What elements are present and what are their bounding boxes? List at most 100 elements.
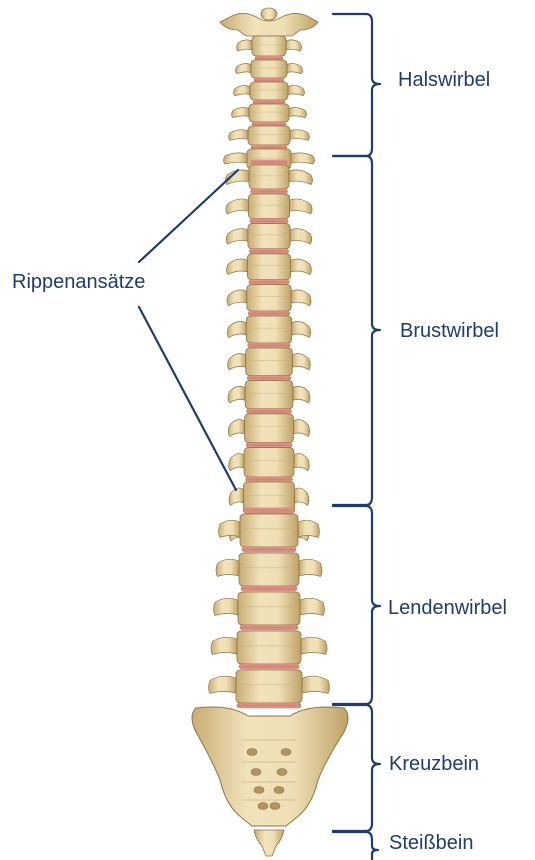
thoracic-vertebra-8-process-right <box>293 386 310 403</box>
thoracic-vertebra-8-process-left <box>228 386 245 403</box>
thoracic-vertebra-3-process-right <box>290 229 312 244</box>
thoracic-vertebra-9-body <box>245 414 294 443</box>
cervical-vertebra-7-process-right <box>291 153 315 164</box>
thoracic-vertebra-9-process-right <box>293 420 309 437</box>
cervical-vertebra-2-body <box>252 36 286 56</box>
cervical-vertebra-5-body <box>249 104 289 122</box>
lumbar-disc-4 <box>240 625 298 630</box>
label-steissbein: Steißbein <box>389 833 474 853</box>
sacrum <box>192 707 348 826</box>
label-halswirbel: Halswirbel <box>398 70 490 90</box>
cervical-vertebra-7-process-left <box>224 153 248 164</box>
sacral-foramen-5 <box>254 787 264 794</box>
thoracic-vertebra-2-process-right <box>290 199 313 214</box>
label-kreuzbein: Kreuzbein <box>389 754 479 774</box>
thoracic-disc-10 <box>246 443 292 448</box>
thoracic-vertebra-10-process-right <box>294 453 309 470</box>
thoracic-disc-7 <box>248 343 291 348</box>
cervical-vertebra-5-process-right <box>289 108 307 118</box>
thoracic-vertebra-5-process-right <box>291 290 311 306</box>
cervical-vertebra-3-process-left <box>236 64 252 74</box>
thoracic-vertebra-10-process-left <box>229 453 244 470</box>
bracket-steissbein <box>333 832 378 860</box>
rippenansaetze-pointers <box>139 170 238 490</box>
thoracic-disc-5 <box>249 280 289 285</box>
thoracic-vertebra-4-process-right <box>291 259 312 275</box>
lumbar-disc-2 <box>242 547 296 552</box>
lumbar-vertebra-1-process-right <box>298 520 320 537</box>
thoracic-vertebra-3-process-left <box>226 229 248 244</box>
thoracic-vertebra-5-body <box>247 285 291 311</box>
lumbar-vertebra-3-body <box>238 592 300 625</box>
cervical-vertebra-6-body <box>248 126 290 145</box>
spine-illustration <box>192 8 348 856</box>
label-rippenansaetze: Rippenansätze <box>12 272 145 292</box>
sacral-foramen-7 <box>258 803 268 810</box>
lumbar-vertebra-5-body <box>236 670 302 703</box>
thoracic-vertebra-1-body <box>249 165 289 189</box>
lumbar-vertebra-4-body <box>237 631 301 664</box>
label-brustwirbel: Brustwirbel <box>400 321 499 341</box>
sacral-foramen-3 <box>251 769 261 776</box>
cervical-vertebra-4-process-left <box>234 86 251 96</box>
sacral-foramen-2 <box>281 749 291 756</box>
lumbar-vertebra-5-process-left <box>209 676 237 693</box>
thoracic-disc-3 <box>250 219 288 224</box>
thoracic-vertebra-1-process-right <box>289 170 313 185</box>
cervical-vertebra-2-process-right <box>286 40 302 51</box>
lumbosacral-disc <box>237 703 301 708</box>
thoracic-disc-4 <box>249 249 288 254</box>
thoracic-vertebra-11-body <box>244 482 295 512</box>
thoracic-disc-8 <box>247 376 291 381</box>
thoracic-vertebra-4-body <box>247 254 290 280</box>
bracket-brustwirbel <box>333 156 380 505</box>
thoracic-vertebra-4-process-left <box>227 259 248 275</box>
sacral-foramen-1 <box>247 749 257 756</box>
thoracic-disc-11 <box>246 477 293 482</box>
lumbar-vertebra-1-body <box>240 514 298 547</box>
thoracic-vertebra-3-body <box>248 224 290 249</box>
thoracic-vertebra-11-process-right <box>295 488 310 506</box>
thoracic-vertebra-6-process-left <box>227 321 246 337</box>
label-lendenwirbel: Lendenwirbel <box>388 598 507 618</box>
cervical-vertebra-4-process-right <box>288 86 305 96</box>
lumbar-disc-5 <box>239 664 299 669</box>
lumbar-vertebra-5-process-right <box>302 676 330 693</box>
cervical-vertebra-5-process-left <box>232 108 250 118</box>
thoracic-vertebra-2-process-left <box>226 199 249 214</box>
thoracic-vertebra-5-process-left <box>227 290 247 306</box>
thoracic-vertebra-6-process-right <box>292 321 311 337</box>
thoracic-vertebra-6-body <box>246 316 292 343</box>
thoracic-vertebra-8-body <box>245 381 293 409</box>
thoracic-disc-6 <box>248 311 290 316</box>
sacral-foramen-8 <box>270 803 280 810</box>
pointer-upper <box>139 170 238 262</box>
lumbar-vertebra-2-process-left <box>216 559 239 576</box>
thoracic-vertebra-7-process-right <box>292 354 310 370</box>
lumbar-vertebra-3-process-right <box>300 598 325 615</box>
sacral-foramen-6 <box>274 787 284 794</box>
thoracic-vertebra-10-body <box>244 448 294 477</box>
cervical-vertebra-3-process-right <box>287 64 303 74</box>
cervical-vertebra-6-process-right <box>290 130 310 141</box>
bracket-lendenwirbel <box>333 506 380 704</box>
lumbar-vertebra-4-process-left <box>211 637 237 654</box>
dens-process <box>261 8 277 20</box>
sacral-foramen-4 <box>277 769 287 776</box>
lumbar-vertebra-3-process-left <box>214 598 239 615</box>
lumbar-disc-1 <box>243 508 295 513</box>
thoracic-disc-1 <box>251 160 287 165</box>
thoracic-disc-2 <box>250 189 287 194</box>
lumbar-disc-3 <box>241 586 297 591</box>
cervical-vertebra-3-body <box>251 60 287 78</box>
lumbar-vertebra-1-process-left <box>219 520 241 537</box>
thoracic-vertebra-7-process-left <box>228 354 246 370</box>
cervical-vertebra-4-body <box>250 82 288 100</box>
thoracic-disc-9 <box>247 409 292 414</box>
thoracic-vertebra-7-body <box>246 348 293 376</box>
lumbar-vertebra-2-process-right <box>299 559 322 576</box>
pointer-lower <box>139 307 236 490</box>
bracket-halswirbel <box>333 14 380 156</box>
thoracic-vertebra-2-body <box>248 194 289 219</box>
